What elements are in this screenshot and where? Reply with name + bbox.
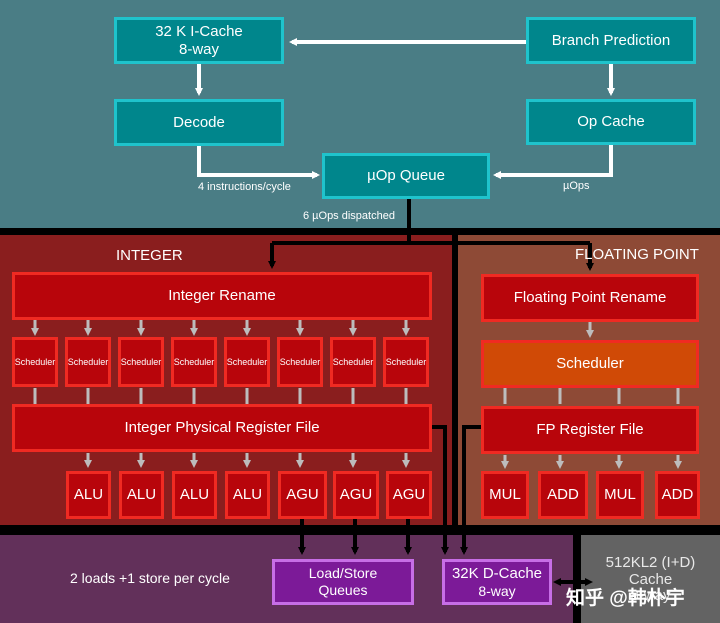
integer-register-file-box: Integer Physical Register File [12,404,432,452]
fp-mul-unit: MUL [481,471,529,519]
integer-scheduler: Scheduler [330,337,376,387]
integer-scheduler: Scheduler [383,337,429,387]
l2-type: Cache [628,570,673,588]
dispatch-label: 6 µOps dispatched [303,210,395,222]
integer-scheduler: Scheduler [118,337,164,387]
watermark: 知乎 @韩朴宇 [566,588,685,609]
op-cache-box: Op Cache [526,99,696,145]
l2-region [581,535,720,623]
alu-unit: ALU [66,471,111,519]
dcache-assoc: 8-way [478,582,516,599]
decode-edge-label: 4 instructions/cycle [198,181,291,193]
l2-cache-label: 512KL2 (I+D) Cache 8-way [581,548,720,612]
fp-register-file-box: FP Register File [481,406,699,454]
icache-size: 32 K I-Cache [155,22,243,40]
branch-prediction-box: Branch Prediction [526,17,696,64]
integer-scheduler: Scheduler [224,337,270,387]
lsq-line1: Load/Store [308,565,378,582]
alu-unit: ALU [119,471,164,519]
uop-queue-box: µOp Queue [322,153,490,199]
agu-unit: AGU [386,471,432,519]
lsq-line2: Queues [318,582,368,598]
alu-unit: ALU [225,471,270,519]
opcache-edge-label: µOps [563,180,590,192]
agu-unit: AGU [333,471,379,519]
alu-unit: ALU [172,471,217,519]
l2-size: 512KL2 (I+D) [605,554,696,572]
dcache-size: 32K D-Cache [451,564,543,582]
fp-add-unit: ADD [538,471,588,519]
integer-scheduler: Scheduler [277,337,323,387]
integer-scheduler: Scheduler [12,337,58,387]
fp-rename-box: Floating Point Rename [481,274,699,322]
load-store-queues-box: Load/Store Queues [272,559,414,605]
integer-scheduler: Scheduler [171,337,217,387]
icache-assoc: 8-way [178,40,219,58]
integer-title: INTEGER [116,247,183,264]
loads-label: 2 loads +1 store per cycle [70,570,230,586]
decode-box: Decode [114,99,284,146]
fp-mul-unit: MUL [596,471,644,519]
integer-rename-box: Integer Rename [12,272,432,320]
fp-add-unit: ADD [655,471,700,519]
fp-title: FLOATING POINT [575,246,699,263]
dcache-box: 32K D-Cache 8-way [442,559,552,605]
integer-scheduler: Scheduler [65,337,111,387]
icache-box: 32 K I-Cache 8-way [114,17,284,64]
l2-assoc: 8-way [630,587,671,605]
agu-unit: AGU [278,471,327,519]
fp-scheduler-box: Scheduler [481,340,699,388]
